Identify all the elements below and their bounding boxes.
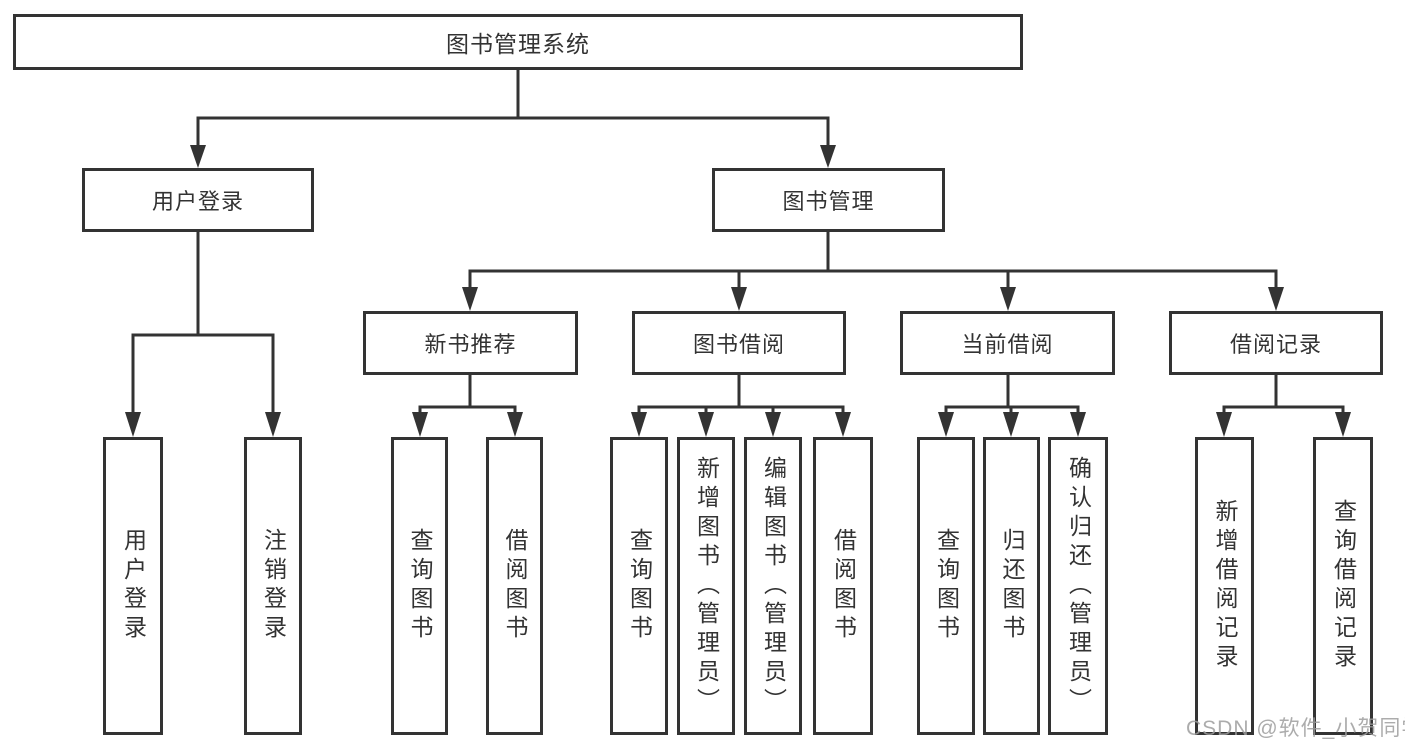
leaf-return-book: 归还图书 [983,437,1040,735]
node-current-borrow-label: 当前借阅 [961,332,1054,357]
leaf-logout-label: 注销登录 [260,528,287,644]
node-root-label: 图书管理系统 [446,31,590,57]
connector-root-to-level2 [190,68,836,168]
leaf-borrow-book-recommend-label: 借阅图书 [502,528,528,644]
node-book-mgmt-label: 图书管理 [782,189,875,214]
node-borrow-records: 借阅记录 [1169,311,1383,375]
connector-new-book-rec-group [412,373,523,437]
node-new-book-rec: 新书推荐 [363,311,578,375]
node-book-borrow-label: 图书借阅 [692,332,785,357]
connector-book-mgmt-to-level3 [462,230,1284,311]
connector-borrow-records-group [1216,373,1351,437]
leaf-edit-book-admin: 编辑图书（管理员） [744,437,802,735]
leaf-query-book-recommend: 查询图书 [391,437,448,735]
leaf-borrow-book: 借阅图书 [813,437,873,735]
connector-book-borrow-group [631,373,851,437]
node-user-login-label: 用户登录 [151,189,244,214]
leaf-logout: 注销登录 [244,437,302,735]
node-new-book-rec-label: 新书推荐 [424,332,517,357]
leaf-borrow-book-label: 借阅图书 [830,528,857,644]
node-root: 图书管理系统 [13,14,1023,70]
leaf-return-book-label: 归还图书 [999,528,1025,644]
leaf-query-book-current-label: 查询图书 [933,528,960,644]
leaf-query-borrow-record-label: 查询借阅记录 [1330,499,1357,673]
csdn-watermark: CSDN @软件_小贺同学 [1186,717,1405,740]
leaf-query-book-current: 查询图书 [917,437,975,735]
leaf-query-book-borrow-label: 查询图书 [626,528,653,644]
leaf-add-borrow-record: 新增借阅记录 [1195,437,1254,735]
leaf-add-book-admin-label: 新增图书（管理员） [693,455,720,717]
leaf-query-book-recommend-label: 查询图书 [407,528,433,644]
leaf-query-borrow-record: 查询借阅记录 [1313,437,1373,735]
connector-user-login-group [125,230,281,437]
connector-current-borrow-group [938,373,1086,437]
leaf-user-login: 用户登录 [103,437,163,735]
node-current-borrow: 当前借阅 [900,311,1115,375]
leaf-edit-book-admin-label: 编辑图书（管理员） [760,455,787,717]
node-borrow-records-label: 借阅记录 [1229,332,1322,357]
node-book-borrow: 图书借阅 [632,311,846,375]
node-user-login: 用户登录 [82,168,314,232]
leaf-add-book-admin: 新增图书（管理员） [677,437,735,735]
leaf-borrow-book-recommend: 借阅图书 [486,437,543,735]
leaf-add-borrow-record-label: 新增借阅记录 [1212,499,1238,673]
leaf-confirm-return-admin-label: 确认归还（管理员） [1065,455,1092,717]
leaf-query-book-borrow: 查询图书 [610,437,668,735]
node-book-mgmt: 图书管理 [712,168,945,232]
leaf-user-login-label: 用户登录 [120,528,147,644]
leaf-confirm-return-admin: 确认归还（管理员） [1048,437,1108,735]
